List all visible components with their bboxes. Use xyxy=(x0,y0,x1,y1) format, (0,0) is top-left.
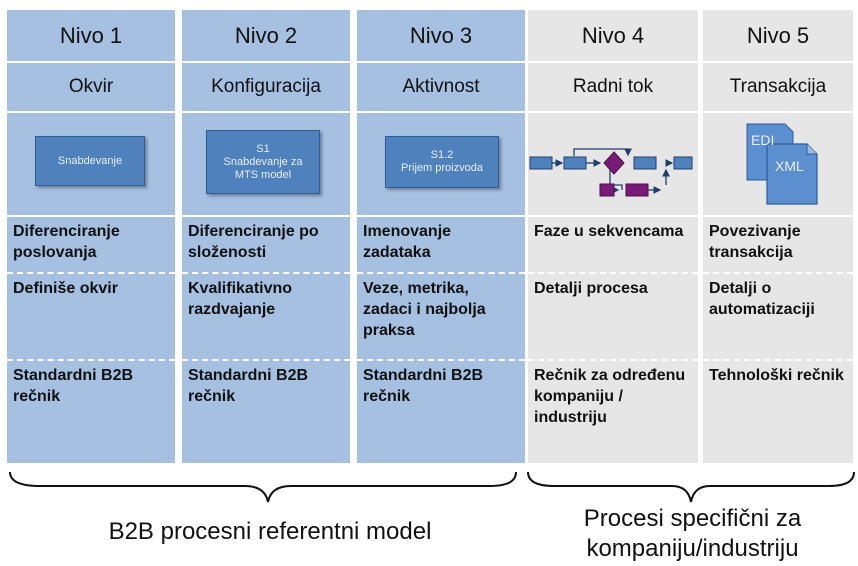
column-nivo-1: Nivo 1 Okvir Snabdevanje Diferenciranje … xyxy=(7,10,175,463)
process-box-s1: S1 Snabdevanje za MTS model xyxy=(206,130,320,194)
row-diferenciranje: Diferenciranje poslovanja xyxy=(13,223,120,261)
row-okvir: Definiše okvir xyxy=(13,280,118,297)
row-veze: Veze, metrika, zadaci i najbolja praksa xyxy=(363,280,486,339)
column-nivo-3: Nivo 3 Aktivnost S1.2 Prijem proizvoda I… xyxy=(357,10,525,463)
column-nivo-2: Nivo 2 Konfiguracija S1 Snabdevanje za M… xyxy=(182,10,350,463)
column-subheader: Radni tok xyxy=(572,76,654,97)
row-faze: Faze u sekvencama xyxy=(534,223,684,240)
workflow-branch-1 xyxy=(599,183,615,197)
workflow-decision xyxy=(603,151,625,175)
column-header: Nivo 2 xyxy=(234,22,298,48)
row-kvalifikativno: Kvalifikativno razdvajanje xyxy=(188,280,293,318)
column-header: Nivo 3 xyxy=(409,22,473,48)
process-box-snabdevanje: Snabdevanje xyxy=(35,136,145,186)
company-specific-line-1: Procesi specifični za xyxy=(583,505,802,532)
left-brace xyxy=(9,471,517,503)
row-recnik: Tehnološki rečnik xyxy=(709,367,844,384)
column-subheader: Aktivnost xyxy=(402,76,480,97)
row-povezivanje: Povezivanje transakcija xyxy=(709,223,801,261)
column-subheader: Okvir xyxy=(68,76,114,97)
b2b-model-label: B2B procesni referentni model xyxy=(108,518,432,545)
row-diferenciranje: Diferenciranje po složenosti xyxy=(188,223,319,261)
company-specific-line-2: kompaniju/industriju xyxy=(586,535,799,562)
row-detalji: Detalji procesa xyxy=(534,280,648,297)
edi-label: EDI xyxy=(751,132,775,148)
workflow-step-1 xyxy=(529,156,553,170)
process-box-s1-2: S1.2 Prijem proizvoda xyxy=(385,136,499,188)
workflow-diagram xyxy=(529,148,693,197)
workflow-step-3 xyxy=(633,156,657,170)
column-subheader: Transakcija xyxy=(729,76,827,97)
workflow-step-2 xyxy=(563,156,587,170)
column-subheader: Konfiguracija xyxy=(211,76,321,97)
row-recnik: Standardni B2B rečnik xyxy=(13,367,134,405)
row-automatizacija: Detalji o automatizaciji xyxy=(709,280,815,318)
column-nivo-4: Nivo 4 Radni tok Faze u sekvencama xyxy=(528,10,698,463)
row-recnik: Standardni B2B rečnik xyxy=(363,367,484,405)
row-recnik: Standardni B2B rečnik xyxy=(188,367,309,405)
column-header: Nivo 4 xyxy=(581,22,645,48)
xml-label: XML xyxy=(775,158,804,174)
row-recnik: Rečnik za određenu kompaniju / industrij… xyxy=(534,367,686,426)
workflow-step-4 xyxy=(673,156,693,170)
column-nivo-5: Nivo 5 Transakcija EDI XML Povezivanje t… xyxy=(703,10,853,463)
column-header: Nivo 1 xyxy=(59,22,123,48)
company-specific-label: Procesi specifični za kompaniju/industri… xyxy=(530,504,855,564)
workflow-branch-2 xyxy=(625,183,649,197)
documents-icon xyxy=(746,123,818,205)
column-header: Nivo 5 xyxy=(746,22,810,48)
right-brace xyxy=(527,471,855,503)
row-imenovanje: Imenovanje zadataka xyxy=(363,223,452,261)
